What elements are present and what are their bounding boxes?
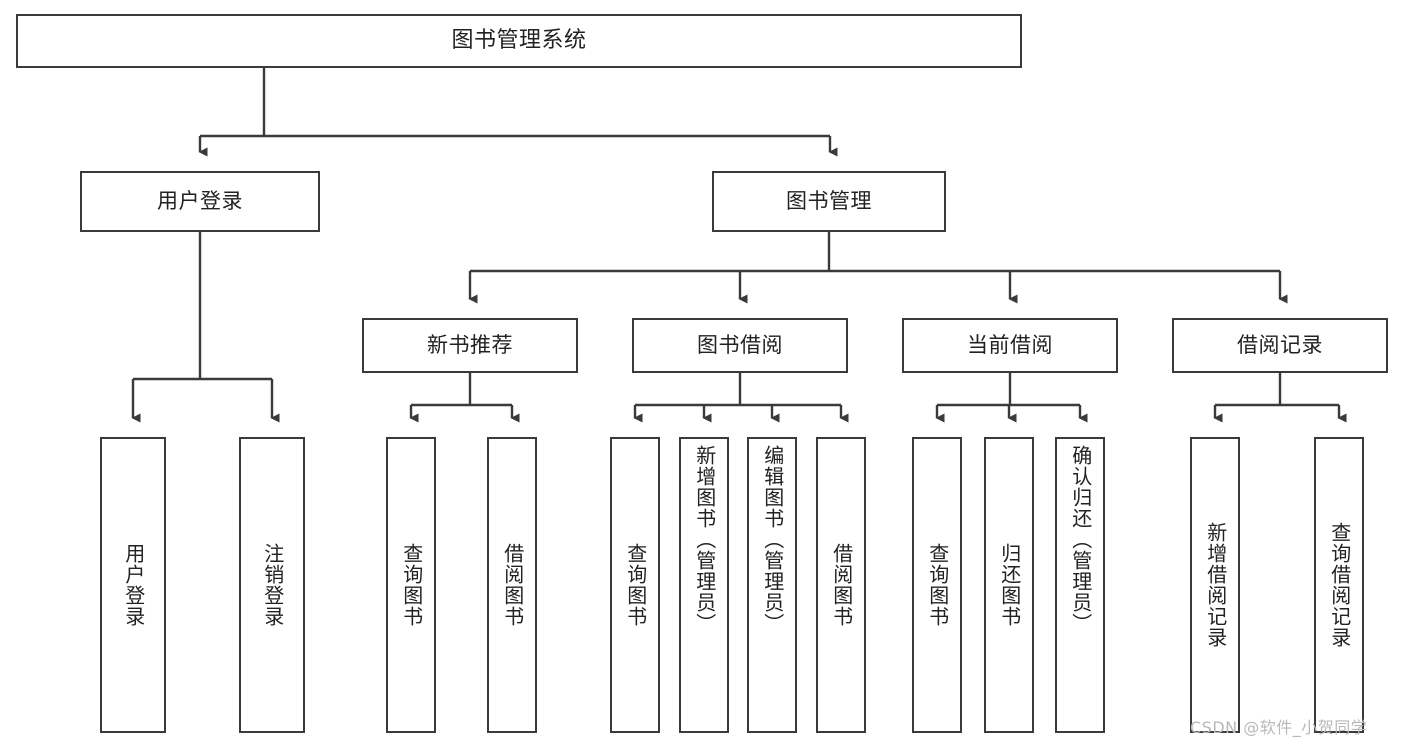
node-new-book-rec[interactable]: 新书推荐 (362, 318, 578, 373)
node-add-borrow-record-label: 新增借阅记录 (1203, 522, 1228, 648)
node-borrow-book-1-label: 借阅图书 (500, 543, 525, 627)
node-confirm-return-label: 确认归还（管理员） (1068, 445, 1093, 634)
node-query-book-1[interactable]: 查询图书 (386, 437, 436, 733)
node-query-book-3-label: 查询图书 (925, 543, 950, 627)
node-borrow-book-2[interactable]: 借阅图书 (816, 437, 866, 733)
node-current-borrow-label: 当前借阅 (967, 332, 1053, 357)
node-book-manage[interactable]: 图书管理 (712, 171, 946, 232)
node-book-borrow[interactable]: 图书借阅 (632, 318, 848, 373)
node-return-book[interactable]: 归还图书 (984, 437, 1034, 733)
node-user-logout-label: 注销登录 (260, 543, 285, 627)
node-book-borrow-label: 图书借阅 (697, 332, 783, 357)
node-add-book[interactable]: 新增图书（管理员） (679, 437, 729, 733)
node-book-manage-label: 图书管理 (786, 188, 872, 213)
csdn-watermark: CSDN @软件_小贺同学 (1190, 718, 1368, 737)
node-add-borrow-record[interactable]: 新增借阅记录 (1190, 437, 1240, 733)
node-borrow-book-2-label: 借阅图书 (829, 543, 854, 627)
node-borrow-book-1[interactable]: 借阅图书 (487, 437, 537, 733)
node-query-book-2[interactable]: 查询图书 (610, 437, 660, 733)
node-user-login[interactable]: 用户登录 (80, 171, 320, 232)
node-user-login-label: 用户登录 (157, 188, 243, 213)
node-query-book-2-label: 查询图书 (623, 543, 648, 627)
node-root[interactable]: 图书管理系统 (16, 14, 1022, 68)
node-return-book-label: 归还图书 (997, 543, 1022, 627)
node-current-borrow[interactable]: 当前借阅 (902, 318, 1118, 373)
node-edit-book[interactable]: 编辑图书（管理员） (747, 437, 797, 733)
node-borrow-record-label: 借阅记录 (1237, 332, 1323, 357)
node-confirm-return[interactable]: 确认归还（管理员） (1055, 437, 1105, 733)
node-user-login-do[interactable]: 用户登录 (100, 437, 166, 733)
node-new-book-rec-label: 新书推荐 (427, 332, 513, 357)
node-user-login-do-label: 用户登录 (121, 543, 146, 627)
node-query-book-3[interactable]: 查询图书 (912, 437, 962, 733)
node-add-book-label: 新增图书（管理员） (692, 445, 717, 634)
node-query-book-1-label: 查询图书 (399, 543, 424, 627)
node-root-label: 图书管理系统 (451, 27, 587, 53)
node-edit-book-label: 编辑图书（管理员） (760, 445, 785, 634)
node-query-borrow-record-label: 查询借阅记录 (1327, 522, 1352, 648)
node-borrow-record[interactable]: 借阅记录 (1172, 318, 1388, 373)
node-query-borrow-record[interactable]: 查询借阅记录 (1314, 437, 1364, 733)
node-user-logout[interactable]: 注销登录 (239, 437, 305, 733)
